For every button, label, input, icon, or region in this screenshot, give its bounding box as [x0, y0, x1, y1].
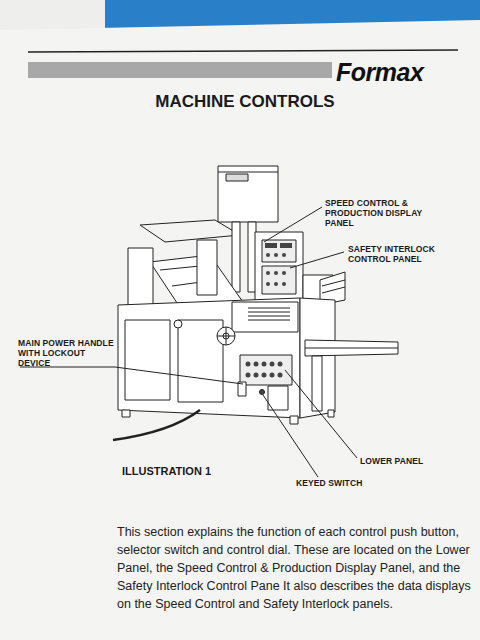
- callout-label: KEYED SWITCH: [296, 478, 362, 488]
- figure-label: ILLUSTRATION 1: [122, 465, 211, 477]
- callout-label: SAFETY INTERLOCK CONTROL PANEL: [348, 244, 448, 264]
- brand-logo: Formax: [336, 58, 423, 87]
- callout-label: LOWER PANEL: [360, 456, 423, 466]
- header-bar: [28, 62, 332, 78]
- paper-page: [0, 20, 480, 640]
- page-title: MACHINE CONTROLS: [60, 92, 430, 112]
- callout-label: MAIN POWER HANDLE WITH LOCKOUT DEVICE: [18, 338, 118, 368]
- caption-text: This section explains the function of ea…: [117, 523, 475, 613]
- header-rule: [28, 50, 458, 52]
- callout-label: SPEED CONTROL & PRODUCTION DISPLAY PANEL: [325, 198, 450, 228]
